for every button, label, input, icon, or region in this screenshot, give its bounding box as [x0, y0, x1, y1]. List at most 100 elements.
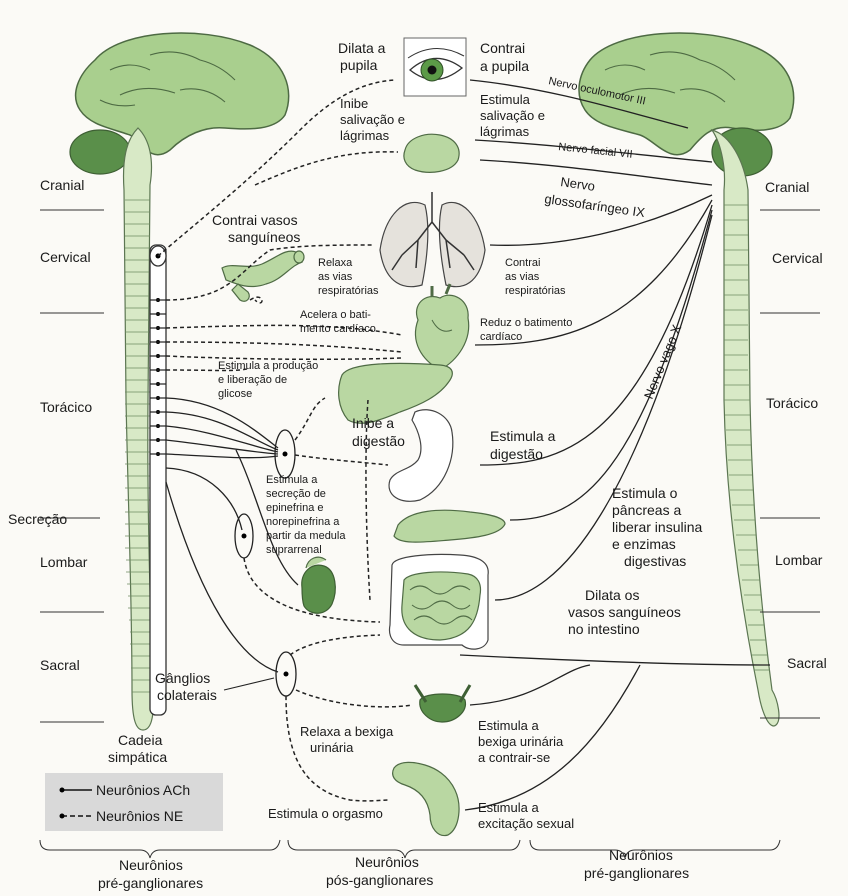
label-contract-airways-1: Contrai: [505, 257, 540, 269]
label-pancreas-4: e enzimas: [612, 536, 676, 552]
left-label-cranial: Cranial: [40, 177, 84, 193]
label-dilate-vessels-1: Dilata os: [585, 587, 639, 603]
label-contract-pupil-1: Contrai: [480, 40, 525, 56]
bottom-right-label-2: pré-ganglionares: [584, 865, 689, 881]
salivary-gland: [403, 133, 460, 173]
label-stimulate-salivation-3: lágrimas: [480, 124, 530, 139]
label-stimulate-salivation-2: salivação e: [480, 108, 545, 123]
label-collateral-ganglia-1: Gânglios: [155, 670, 210, 686]
label-stimulate-digestion-1: Estimula a: [490, 428, 556, 444]
bottom-left-label-1: Neurônios: [119, 857, 183, 873]
label-contract-airways-2: as vias: [505, 271, 540, 283]
label-contract-bladder-1: Estimula a: [478, 718, 539, 733]
label-contract-bladder-2: bexiga urinária: [478, 734, 564, 749]
bottom-left-label-2: pré-ganglionares: [98, 875, 203, 891]
label-inhibit-salivation-3: lágrimas: [340, 128, 390, 143]
sympathetic-chain: [149, 244, 167, 716]
parasympathetic-pathways: [459, 79, 771, 811]
label-reduce-heart-1: Reduz o batimento: [480, 317, 572, 329]
right-label-sacral: Sacral: [787, 655, 827, 671]
label-dilate-vessels-2: vasos sanguíneos: [568, 604, 681, 620]
label-adrenal-1: Estimula a: [266, 474, 318, 486]
blood-vessel: [221, 250, 305, 302]
bottom-right-label-1: Neurônios: [609, 847, 673, 863]
label-contract-bladder-3: a contrair-se: [478, 750, 550, 765]
label-pancreas-3: liberar insulina: [612, 519, 702, 535]
bottom-braces: [39, 839, 781, 859]
label-glossopharyngeal-nerve-1: Nervo: [560, 174, 596, 194]
label-glucose-1: Estimula a produção: [218, 360, 318, 372]
label-contract-vessels-1: Contrai vasos: [212, 212, 298, 228]
penis: [392, 761, 460, 837]
bladder: [413, 684, 472, 723]
label-vagus-nerve: Nervo vago X: [641, 322, 685, 401]
pancreas: [393, 509, 506, 543]
left-label-secretion: Secreção: [8, 511, 67, 527]
label-dilate-pupil-1: Dilata a: [338, 40, 386, 56]
label-accelerate-heart-2: mento cardíaco: [300, 323, 376, 335]
eye: [403, 37, 467, 97]
left-label-cervical: Cervical: [40, 249, 91, 265]
label-sexual-excitement-2: excitação sexual: [478, 816, 574, 831]
label-adrenal-2: secreção de: [266, 488, 326, 500]
heart: [414, 283, 470, 371]
label-sympathetic-chain-1: Cadeia: [118, 732, 163, 748]
left-spinal-cord: [122, 127, 155, 731]
label-pancreas-1: Estimula o: [612, 485, 678, 501]
label-relax-airways-2: as vias: [318, 271, 353, 283]
label-contract-vessels-2: sanguíneos: [228, 229, 300, 245]
label-sexual-excitement-1: Estimula a: [478, 800, 539, 815]
label-contract-pupil-2: a pupila: [480, 58, 529, 74]
left-brain: [74, 32, 290, 156]
label-facial-nerve: Nervo facial VII: [558, 141, 633, 161]
left-label-lumbar: Lombar: [40, 554, 88, 570]
label-inhibit-digestion-2: digestão: [352, 433, 405, 449]
label-relax-airways-3: respiratórias: [318, 285, 379, 297]
label-orgasm: Estimula o orgasmo: [268, 806, 383, 821]
label-adrenal-6: suprarrenal: [266, 544, 322, 556]
left-label-sacral: Sacral: [40, 657, 80, 673]
label-relax-airways-1: Relaxa: [318, 257, 353, 269]
label-stimulate-digestion-2: digestão: [490, 446, 543, 462]
left-label-thoracic: Torácico: [40, 399, 92, 415]
label-glucose-2: e liberação de: [218, 374, 287, 386]
lungs: [379, 192, 486, 288]
sympathetic-pathways: [157, 79, 413, 802]
left-separators: [40, 209, 104, 723]
right-label-cranial: Cranial: [765, 179, 809, 195]
adrenal-kidney: [301, 556, 336, 614]
stomach: [388, 409, 454, 502]
label-adrenal-5: partir da medula: [266, 530, 346, 542]
label-glossopharyngeal-nerve-2: glossofaríngeo IX: [544, 191, 647, 220]
label-dilate-vessels-3: no intestino: [568, 621, 640, 637]
right-separators: [760, 209, 820, 719]
label-adrenal-4: norepinefrina a: [266, 516, 340, 528]
label-contract-airways-3: respiratórias: [505, 285, 566, 297]
label-adrenal-3: epinefrina e: [266, 502, 324, 514]
label-collateral-ganglia-2: colaterais: [157, 687, 217, 703]
left-cerebellum: [69, 129, 131, 175]
label-accelerate-heart-1: Acelera o bati-: [300, 309, 371, 321]
bottom-middle-label-1: Neurônios: [355, 854, 419, 870]
left-cord-segments: [125, 199, 154, 693]
legend-ne-label: Neurônios NE: [96, 808, 183, 824]
bottom-middle-label-2: pós-ganglionares: [326, 872, 433, 888]
label-pancreas-5: digestivas: [624, 553, 686, 569]
label-inhibit-salivation-1: Inibe: [340, 96, 368, 111]
intestines: [388, 553, 489, 650]
label-reduce-heart-2: cardíaco: [480, 331, 522, 343]
right-label-thoracic: Torácico: [766, 395, 818, 411]
right-label-lumbar: Lombar: [775, 552, 823, 568]
legend: Neurônios ACh Neurônios NE: [45, 773, 223, 831]
label-relax-bladder-2: urinária: [310, 740, 354, 755]
right-label-cervical: Cervical: [772, 250, 823, 266]
right-cord-segments: [724, 204, 770, 671]
right-spinal-cord: [710, 128, 780, 727]
label-glucose-3: glicose: [218, 388, 252, 400]
right-brain: [578, 32, 795, 156]
label-relax-bladder-1: Relaxa a bexiga: [300, 724, 394, 739]
label-stimulate-salivation-1: Estimula: [480, 92, 531, 107]
label-inhibit-salivation-2: salivação e: [340, 112, 405, 127]
label-inhibit-digestion-1: Inibe a: [352, 415, 394, 431]
label-pancreas-2: pâncreas a: [612, 502, 681, 518]
